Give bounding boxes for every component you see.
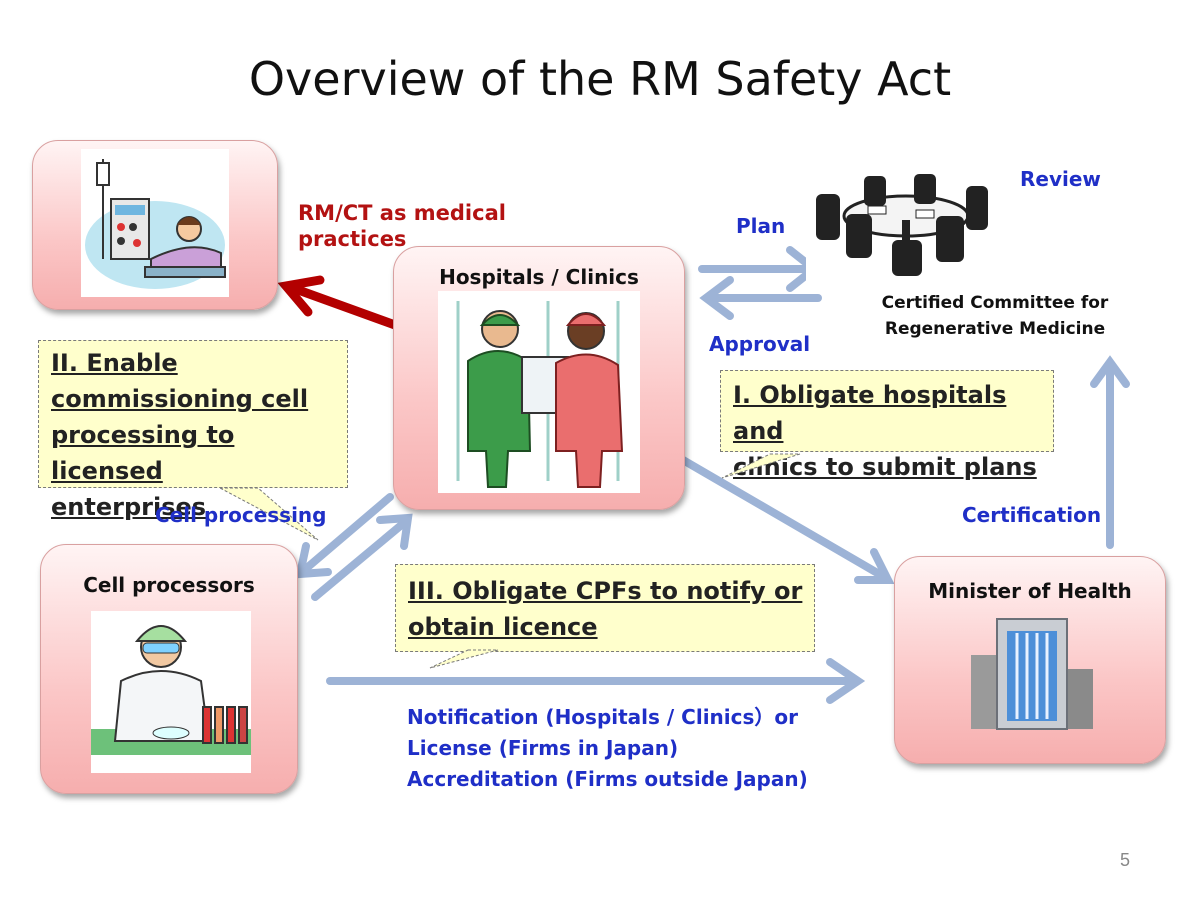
- notification-line1: Notification (Hospitals / Clinics）or: [407, 705, 799, 729]
- arrow-certification: [1090, 355, 1130, 549]
- approval-label: Approval: [709, 332, 811, 356]
- arrow-notification: [326, 658, 866, 704]
- callout-one-line2: clinics to submit plans: [733, 453, 1037, 481]
- callout-three-line1: III. Obligate CPFs to notify or: [408, 577, 803, 605]
- notification-line2: License (Firms in Japan): [407, 736, 679, 760]
- arrow-cell-processing-down: [294, 493, 394, 579]
- arrow-cell-processing-up: [311, 513, 413, 601]
- cell-processors-label: Cell processors: [83, 573, 255, 597]
- rm-ct-line1: RM/CT as medical: [298, 201, 506, 225]
- arrow-rmct: [277, 275, 400, 330]
- lab-scientist-icon: [91, 611, 251, 773]
- hospitals-label: Hospitals / Clinics: [439, 265, 639, 289]
- plan-label: Plan: [736, 214, 786, 238]
- cell-processors-box: Cell processors: [40, 544, 298, 794]
- building-icon: [967, 613, 1097, 733]
- slide-title: Overview of the RM Safety Act: [248, 52, 952, 106]
- hospitals-box: Hospitals / Clinics: [393, 246, 685, 510]
- callout-two-line4: enterprises: [51, 493, 207, 521]
- arrow-plan: [698, 246, 821, 292]
- minister-box: Minister of Health: [894, 556, 1166, 764]
- minister-label: Minister of Health: [928, 579, 1132, 603]
- callout-obligate-cpfs: III. Obligate CPFs to notify or obtain l…: [395, 564, 815, 652]
- callout-commissioning: II. Enable commissioning cell processing…: [38, 340, 348, 521]
- cell-processing-label: Cell processing: [155, 503, 327, 527]
- arrow-approval: [699, 276, 822, 320]
- arrow-hospitals-to-minister: [679, 456, 895, 584]
- meeting-table-icon: [806, 170, 994, 282]
- callout-two-line3: processing to licensed: [51, 421, 235, 485]
- committee-label-line1: Certified Committee for: [881, 293, 1109, 313]
- committee-label-line2: Regenerative Medicine: [884, 319, 1106, 339]
- patient-dialysis-icon: [81, 149, 229, 297]
- page-number: 5: [1119, 850, 1130, 870]
- callout-one-line1: I. Obligate hospitals and: [733, 381, 1007, 445]
- doctors-icon: [438, 291, 640, 493]
- committee-label: Certified Committee for Regenerative Med…: [870, 290, 1120, 342]
- callout-two-line2: commissioning cell: [51, 385, 309, 413]
- notification-line3: Accreditation (Firms outside Japan): [407, 767, 808, 791]
- callout-two-line1: II. Enable: [51, 349, 178, 377]
- rm-ct-label: RM/CT as medical practices: [298, 200, 506, 252]
- certification-label: Certification: [962, 503, 1102, 527]
- rm-ct-line2: practices: [298, 227, 407, 251]
- patient-box: [32, 140, 278, 310]
- notification-label: Notification (Hospitals / Clinics）or Lic…: [407, 702, 808, 795]
- callout-three-line2: obtain licence: [408, 613, 598, 641]
- review-label: Review: [1020, 167, 1101, 191]
- callout-obligate-plans: I. Obligate hospitals and clinics to sub…: [720, 370, 1054, 481]
